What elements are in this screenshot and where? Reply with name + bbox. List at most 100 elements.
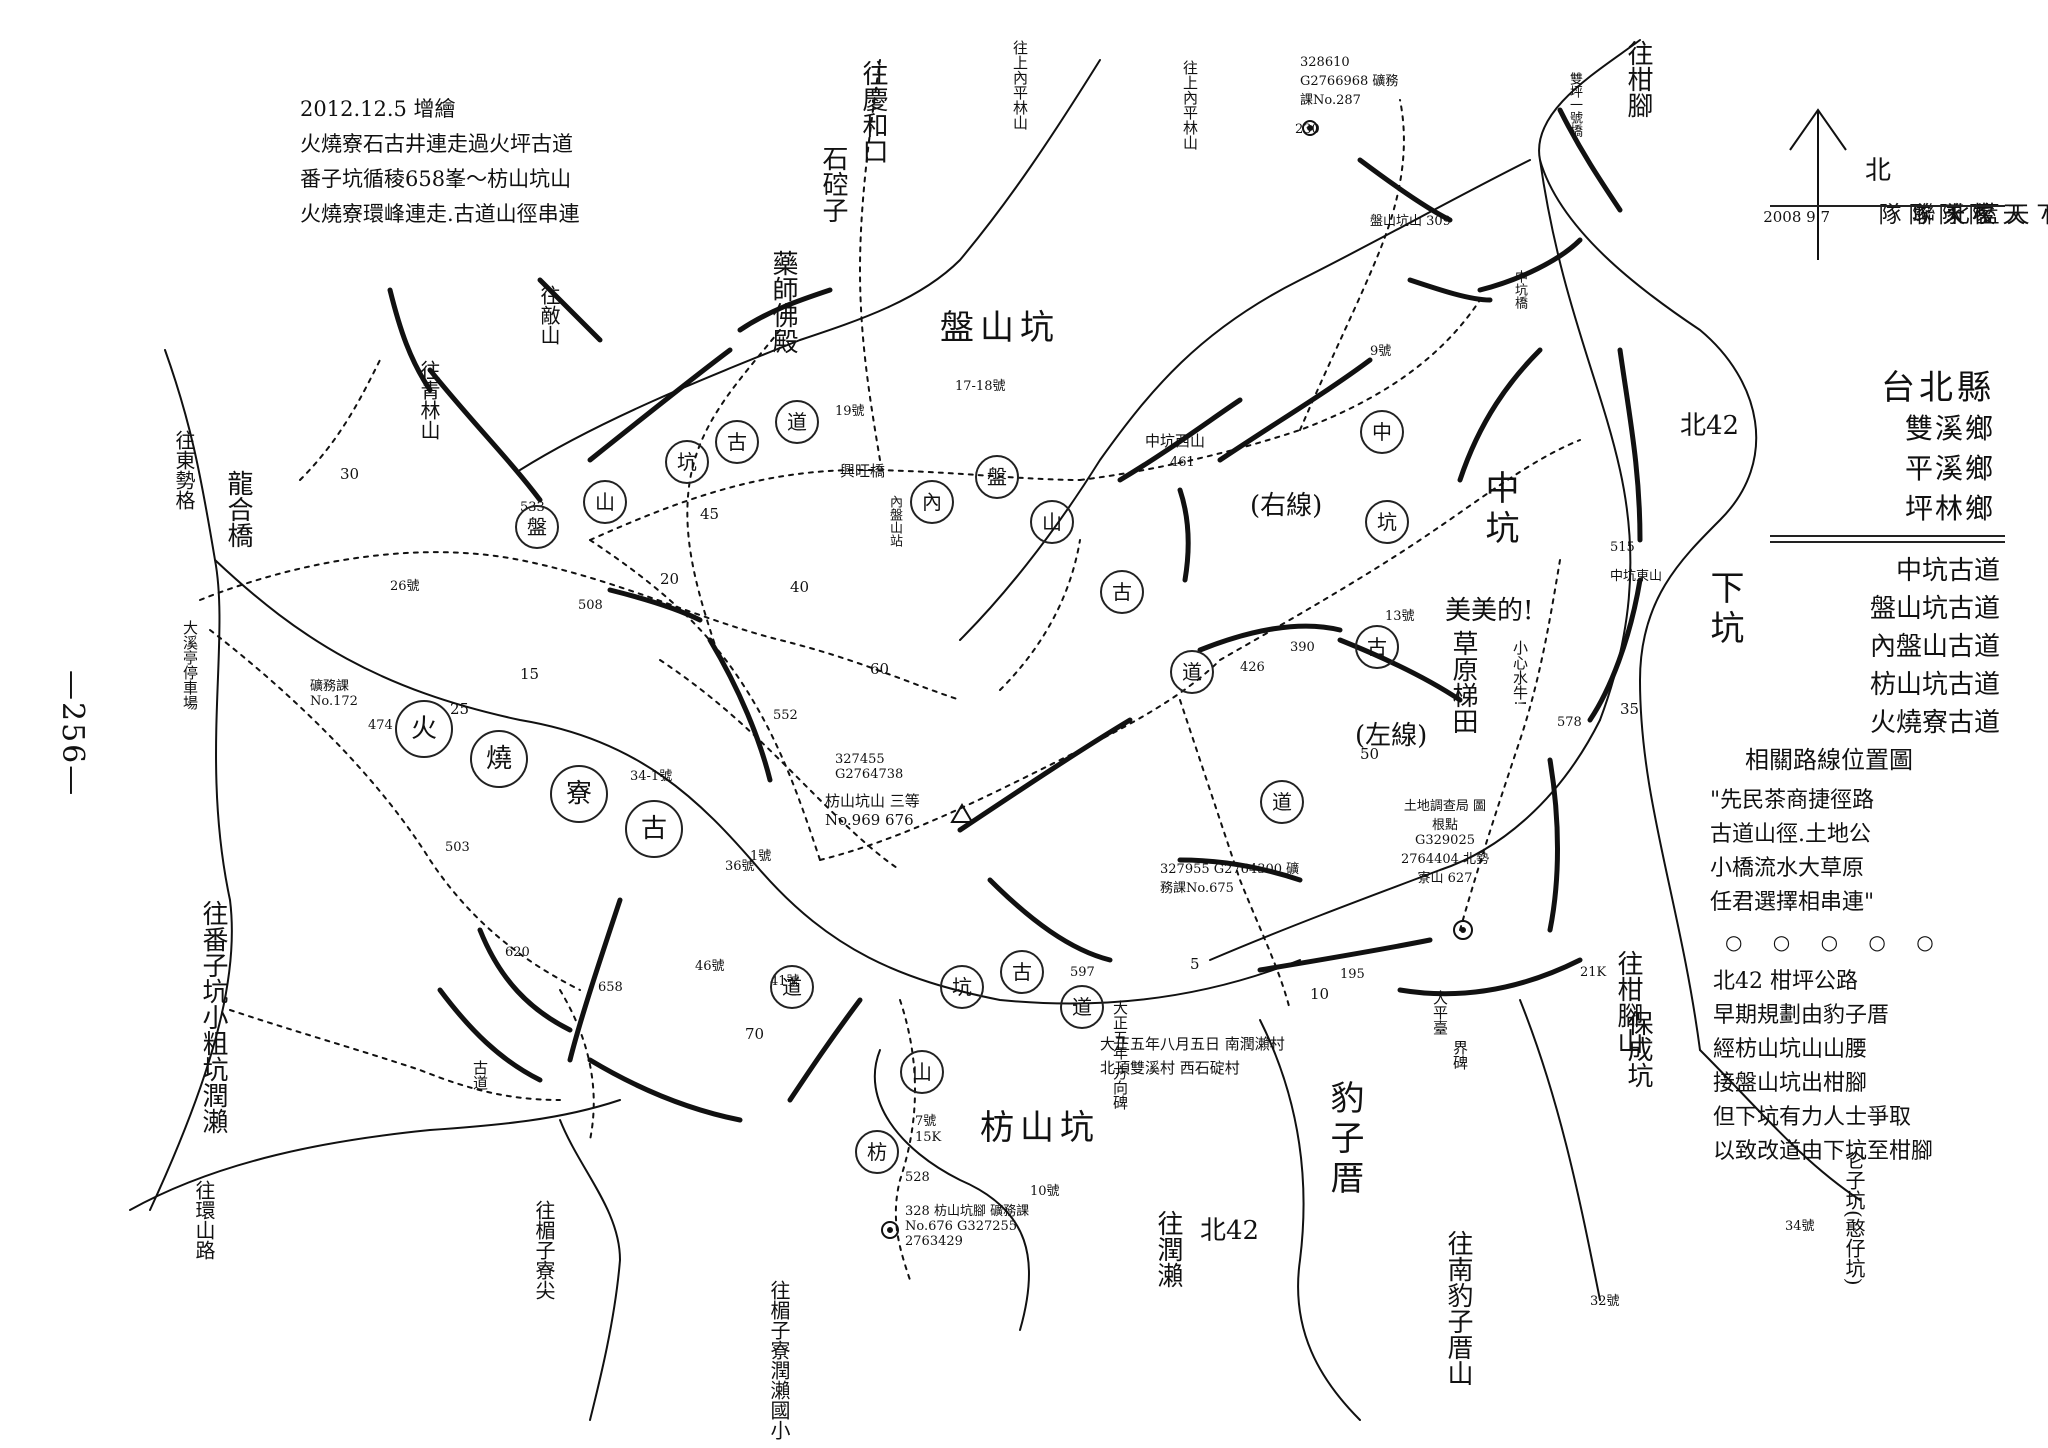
direction-label: 往青林山 [417, 360, 441, 440]
ridge-heavy [987, 877, 1113, 963]
distance: 5 [1190, 955, 1200, 973]
trail-name: 枋山坑古道 [1869, 670, 2000, 700]
direction-label: 往楣子寮潤瀨國小 [767, 1280, 791, 1440]
ridge-heavy [1177, 487, 1191, 583]
trail-dashed [1079, 299, 1481, 481]
trail-ring-char: 火 [395, 700, 453, 758]
ridge-heavy [477, 927, 573, 1033]
survey-label: 327455 G2764738 [835, 752, 904, 782]
direction-label: 往上內平林山 [1011, 40, 1029, 130]
county-name: 台北縣 [1881, 368, 1995, 408]
trail-list: 中坑古道 盤山坑古道 內盤山古道 枋山坑古道 火燒寮古道 [1790, 552, 2000, 742]
elevation: 426 [1240, 660, 1265, 675]
county-block: 台北縣 雙溪鄉 平溪鄉 坪林鄉 [1775, 360, 1995, 529]
ridge-heavy [607, 587, 703, 623]
trail-ring-char: 道 [1260, 780, 1304, 824]
place-label: 美美的! [1445, 596, 1534, 626]
place-label: 大溪亭停車場 [181, 620, 199, 710]
control-point-icon [881, 1221, 899, 1239]
road-outline [1259, 1019, 1361, 1421]
trail-ring-char: 山 [583, 480, 627, 524]
road-note-line: 北42 柑坪公路 [1713, 969, 1858, 994]
road-outline [1538, 39, 1641, 721]
trail-dashed [589, 539, 821, 861]
trail-dashed [686, 329, 781, 661]
trail-ring-char: 燒 [470, 730, 528, 788]
place-label: 大平臺 [1431, 990, 1449, 1035]
road-note-line: 早期規劃由豹子厝 [1713, 1003, 1890, 1028]
trail-ring-char: 盤 [515, 505, 559, 549]
trail-ring-char: 盤 [975, 455, 1019, 499]
ridge-heavy [437, 987, 543, 1083]
place-label: 仑子坑(憨仔坑) [1842, 1150, 1866, 1286]
elevation: 515 [1610, 540, 1635, 555]
peak-label: 中坑西山 [1145, 432, 1206, 450]
ridge-heavy [587, 1057, 743, 1123]
distance: 10 [1310, 985, 1330, 1003]
trail-ring-char: 古 [1355, 625, 1399, 669]
house-label: 13號 [1385, 609, 1415, 624]
place-label: 古道 [471, 1060, 489, 1090]
trail-ring-char: 山 [1030, 500, 1074, 544]
survey-label: 327955 G2764300 礦務課No.675 [1160, 862, 1300, 896]
place-label: 枋山坑 [980, 1108, 1100, 1148]
ridge-heavy [1617, 347, 1643, 543]
trail-ring-char: 中 [1360, 410, 1404, 454]
direction-label: 往南豹子厝山 [1443, 1230, 1473, 1386]
house-label: 19號 [835, 404, 865, 419]
road-outline [559, 1119, 621, 1421]
road-outline [1519, 999, 1601, 1301]
elevation: 552 [773, 708, 798, 723]
distance: 60 [870, 660, 890, 678]
house-label: 34-1號 [630, 769, 673, 784]
ridge-heavy [1477, 237, 1583, 293]
trail-dashed [659, 659, 901, 871]
elevation: 21K [1580, 965, 1607, 980]
distance: 15 [520, 665, 540, 683]
trail-dashed [1179, 699, 1291, 1011]
map-caption: 相關路線位置圖 [1745, 746, 1913, 774]
monument-inscription: 大正五年八月五日 南潤瀨村 北頂雙溪村 西石碇村 [1100, 1035, 1285, 1077]
divider [1770, 205, 2005, 207]
road-outline [959, 159, 1531, 641]
place-label: 界碑 [1451, 1040, 1469, 1070]
house-label: 36號 [725, 859, 755, 874]
road-note-line: 但下坑有力人士爭取 [1713, 1105, 1912, 1130]
trail-dashed [999, 539, 1081, 691]
direction-label: 往番子坑小粗坑潤瀨 [198, 900, 228, 1134]
place-label: 龍合橋 [223, 470, 253, 548]
ridge-heavy [1177, 857, 1303, 883]
peak-label: 盤山坑山 309 [1370, 214, 1451, 229]
house-label: 34號 [1785, 1219, 1815, 1234]
direction-label: 往潤瀨 [1153, 1210, 1183, 1288]
road-note-line: 經枋山坑山山腰 [1713, 1037, 1868, 1062]
ridge-heavy [427, 367, 543, 503]
place-label: 小心水牛! [1511, 640, 1529, 707]
trail-name: 中坑古道 [1895, 556, 2000, 586]
road-outline [873, 1049, 1031, 1331]
ridge-heavy [1257, 937, 1433, 973]
trail-dashed [1219, 439, 1581, 661]
trail-dashed [559, 989, 595, 1141]
trail-ring-char: 枋 [855, 1130, 899, 1174]
elevation: 528 [905, 1170, 930, 1185]
trail-ring-char: 古 [625, 800, 683, 858]
trail-dashed [859, 59, 881, 461]
place-label: (右線) [1250, 491, 1323, 521]
trail-ring-char: 道 [770, 965, 814, 1009]
house-label: 10號 [1030, 1184, 1060, 1199]
monument-label: 大正五年 方向碑 [1111, 1000, 1129, 1110]
house-label: 46號 [695, 959, 725, 974]
place-label: 雙坪一號橋 [1567, 72, 1582, 137]
trail-ring-char: 古 [1000, 950, 1044, 994]
elevation: 195 [1340, 967, 1365, 982]
elevation: 620 [505, 945, 530, 960]
trail-dashed [299, 359, 381, 481]
elevation: 658 [598, 980, 623, 995]
ridge-heavy [1217, 357, 1373, 463]
road-outline [1699, 1049, 1861, 1201]
road-label: 北42 [1680, 411, 1740, 441]
road-outline [129, 1099, 621, 1211]
place-label: 豹子厝 [1324, 1080, 1364, 1200]
